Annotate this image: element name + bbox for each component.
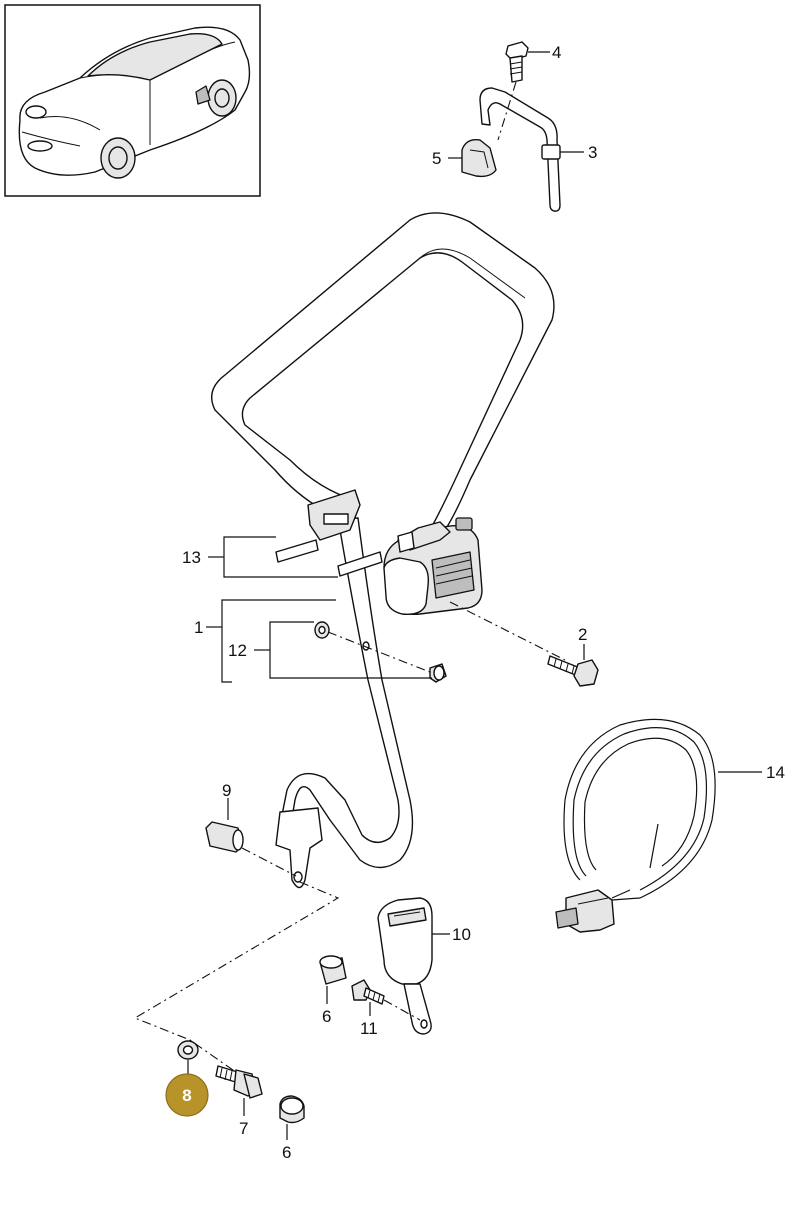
- label-7[interactable]: 7: [239, 1119, 248, 1138]
- part-1-retractor[interactable]: [383, 517, 483, 615]
- label-2[interactable]: 2: [578, 625, 587, 644]
- label-14[interactable]: 14: [766, 763, 785, 782]
- label-8[interactable]: 8: [182, 1086, 191, 1105]
- label-12[interactable]: 12: [228, 641, 247, 660]
- part-8-washer[interactable]: [177, 1040, 199, 1060]
- label-9[interactable]: 9: [222, 781, 231, 800]
- label-6-upper[interactable]: 6: [322, 1007, 331, 1026]
- part-6-cap-upper[interactable]: [319, 955, 347, 985]
- part-13-cover-strips[interactable]: [275, 539, 383, 577]
- bracket-12: [254, 621, 432, 679]
- part-10-buckle[interactable]: [377, 897, 433, 1035]
- label-1[interactable]: 1: [194, 618, 203, 637]
- car-thumbnail-icon: [18, 26, 251, 179]
- part-3-tube[interactable]: [479, 87, 561, 212]
- part-1-seat-belt-webbing[interactable]: [211, 212, 555, 889]
- label-6-lower[interactable]: 6: [282, 1143, 291, 1162]
- part-6-cap-lower[interactable]: [279, 1095, 305, 1124]
- label-3[interactable]: 3: [588, 143, 597, 162]
- part-4-bolt[interactable]: [505, 41, 550, 83]
- part-11-bolt[interactable]: [351, 979, 385, 1005]
- label-10[interactable]: 10: [452, 925, 471, 944]
- label-11[interactable]: 11: [360, 1019, 378, 1038]
- part-7-bolt[interactable]: [215, 1065, 263, 1099]
- part-9-spacer[interactable]: [205, 821, 244, 853]
- part-2-bolt[interactable]: [547, 655, 599, 687]
- part-5-clip[interactable]: [448, 139, 497, 178]
- car-thumbnail[interactable]: [4, 4, 261, 197]
- label-13[interactable]: 13: [182, 548, 201, 567]
- bracket-1: [206, 599, 336, 683]
- label-4[interactable]: 4: [552, 43, 561, 62]
- highlight-badge-8[interactable]: 8: [165, 1073, 209, 1117]
- bracket-13: [208, 536, 338, 578]
- part-12-nut[interactable]: [314, 621, 330, 639]
- label-5[interactable]: 5: [432, 149, 441, 168]
- part-14-cable[interactable]: [555, 718, 716, 933]
- part-12-rivet[interactable]: [429, 663, 447, 683]
